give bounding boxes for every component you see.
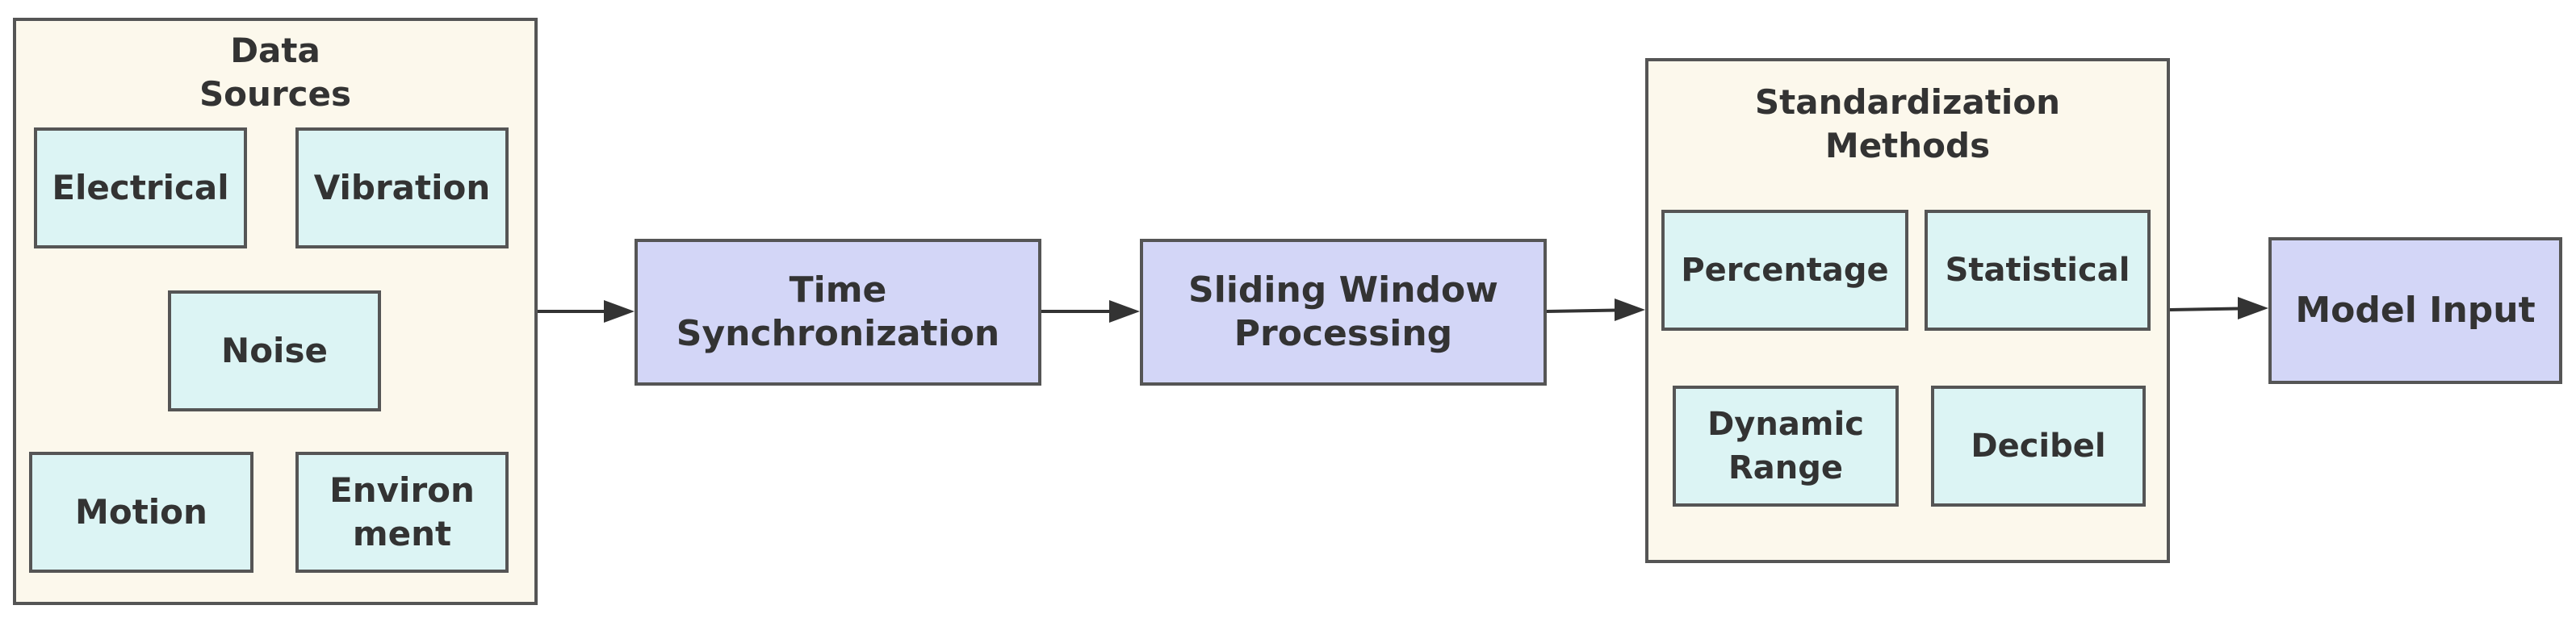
arrowhead-window — [1109, 300, 1140, 323]
arrowhead-standardization — [1615, 298, 1645, 321]
model-input: Model Input — [2268, 237, 2562, 384]
source-vibration: Vibration — [295, 127, 509, 248]
method-decibel: Decibel — [1931, 386, 2146, 507]
arrowhead-timesync — [604, 300, 635, 323]
source-environment: Environ ment — [295, 452, 509, 573]
arrowhead-model — [2238, 297, 2268, 319]
standardization-title: Standardization Methods — [1754, 82, 2061, 165]
method-statistical: Statistical — [1925, 210, 2151, 331]
data-sources-title: Data Sources — [199, 31, 352, 114]
method-percentage: Percentage — [1661, 210, 1908, 331]
source-motion: Motion — [29, 452, 253, 573]
sliding-window-processing: Sliding Window Processing — [1140, 239, 1547, 386]
source-electrical: Electrical — [34, 127, 247, 248]
source-noise: Noise — [168, 290, 381, 411]
time-synchronization: Time Synchronization — [635, 239, 1041, 386]
method-dynamic-range: Dynamic Range — [1673, 386, 1899, 507]
